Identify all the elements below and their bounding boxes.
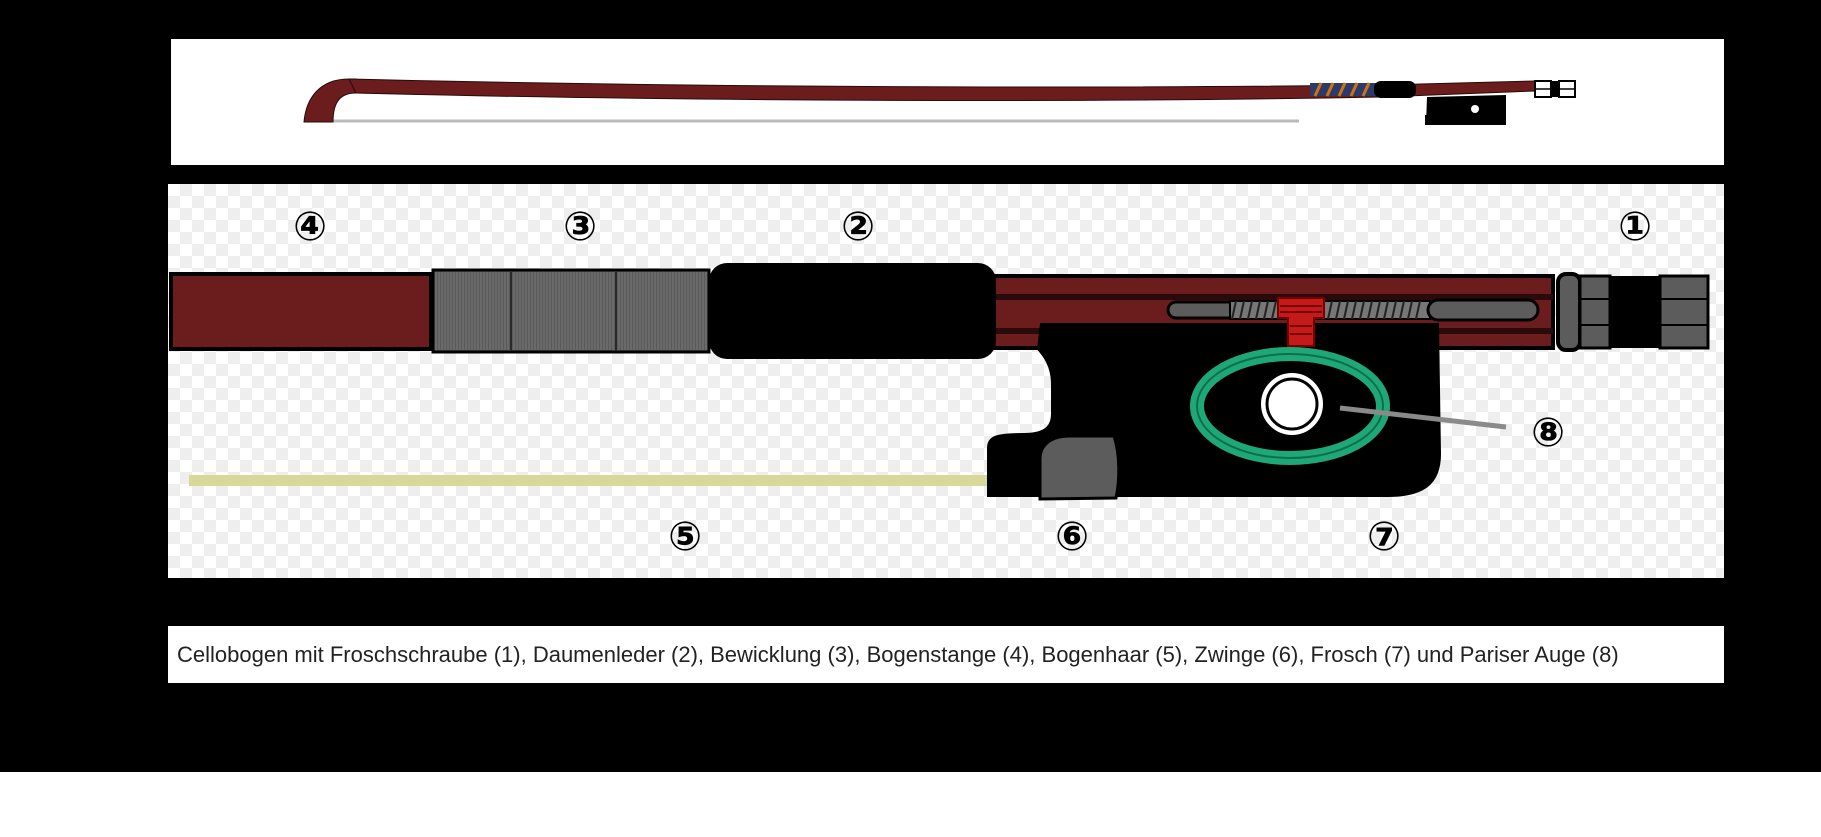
bow-hair	[189, 475, 1055, 486]
bow-ferrule	[1038, 434, 1121, 501]
screw-button-band	[1610, 276, 1660, 348]
bow-stick	[169, 272, 433, 351]
label-5: ⑤	[668, 514, 702, 560]
screw-button-ring-left	[1578, 274, 1612, 350]
label-6: ⑥	[1055, 514, 1089, 560]
label-8: ⑧	[1531, 410, 1565, 456]
screw-button-collar	[1556, 272, 1582, 352]
screw-button-end	[1658, 274, 1710, 350]
bow-overview-drawing	[303, 78, 1576, 125]
label-7: ⑦	[1367, 514, 1401, 560]
overview-frog-ferrule	[1425, 115, 1435, 125]
eye-pointer-line	[1339, 405, 1507, 430]
overview-bow-head	[303, 78, 357, 123]
label-3: ③	[563, 204, 597, 250]
bow-winding-texture	[435, 272, 707, 350]
overview-winding-pattern	[1313, 82, 1371, 97]
screw-eyelet-lines	[1280, 305, 1322, 335]
overview-eye	[1471, 105, 1479, 113]
bow-overview-panel	[171, 39, 1724, 165]
label-2: ②	[841, 204, 875, 250]
thumb-leather	[709, 263, 996, 359]
parisian-eye-ring-edge	[1196, 353, 1384, 459]
overview-frog	[1426, 95, 1506, 125]
caption-panel: Cellobogen mit Froschschraube (1), Daume…	[168, 626, 1724, 683]
screw-rod-right	[1426, 298, 1540, 322]
overview-thumb-leather	[1374, 81, 1416, 98]
diagram-stage: ④ ③ ② ① ⑧ ⑤ ⑥ ⑦ Cellobogen mit Froschsch…	[0, 0, 1821, 772]
bow-detail-drawing: ④ ③ ② ① ⑧ ⑤ ⑥ ⑦	[169, 204, 1710, 560]
screw-eyelet	[1277, 297, 1325, 347]
label-4: ④	[293, 204, 327, 250]
bow-detail-panel: ④ ③ ② ① ⑧ ⑤ ⑥ ⑦	[168, 184, 1724, 578]
stick-groove-top	[988, 294, 1553, 300]
caption-text: Cellobogen mit Froschschraube (1), Daume…	[177, 642, 1619, 667]
label-1: ①	[1618, 204, 1652, 250]
parisian-eye-dot	[1265, 377, 1319, 431]
